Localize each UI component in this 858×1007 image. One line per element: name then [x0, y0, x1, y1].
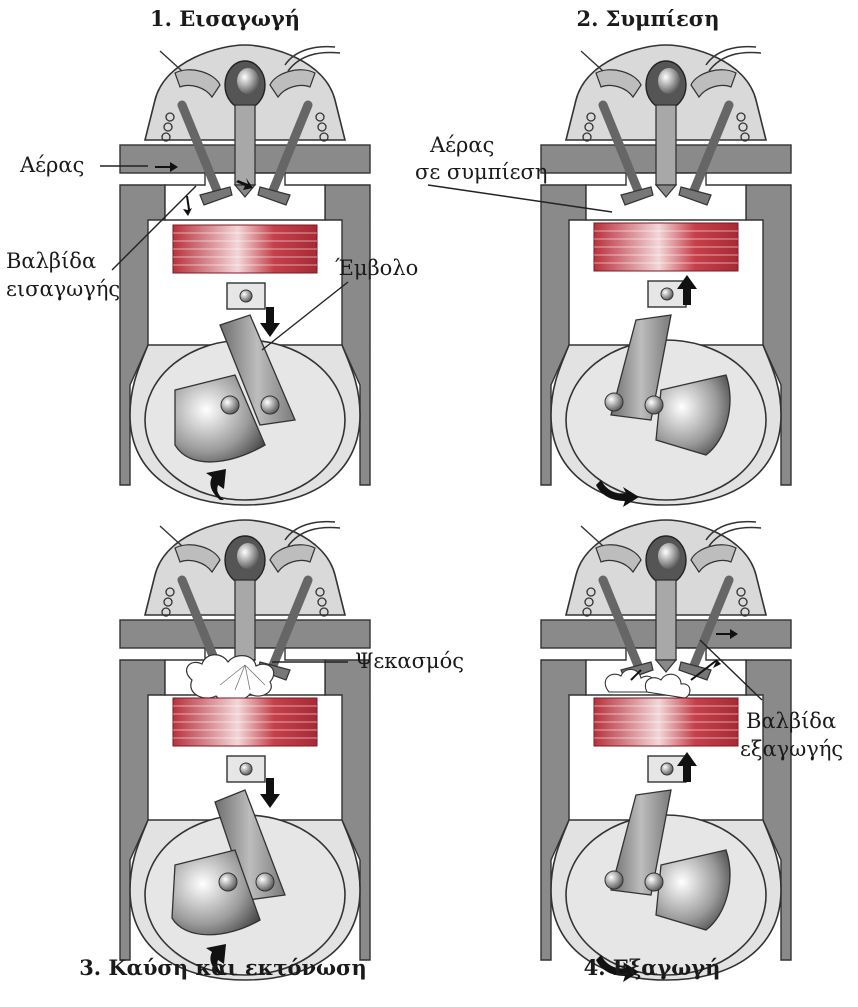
label-air: Αέρας — [19, 153, 84, 177]
panel-2-compression: 2. Συμπίεση Αέρας σε συμπίεση — [415, 6, 791, 507]
label-intake-valve-1: Βαλβίδα — [6, 249, 96, 273]
label-exhaust-valve-1: Βαλβίδα — [746, 709, 836, 733]
label-compressed-air-1: Αέρας — [429, 133, 494, 157]
engine-1 — [120, 45, 370, 505]
panel-4-title: 4. Εξαγωγή — [584, 955, 721, 980]
panel-4-exhaust: Βαλβίδα εξαγωγής 4. Εξαγωγή — [541, 520, 843, 982]
panel-2-title: 2. Συμπίεση — [576, 6, 719, 31]
panel-1-title: 1. Εισαγωγή — [150, 6, 300, 31]
panel-3-title: 3. Καύση και εκτόνωση — [79, 955, 367, 980]
engine-3 — [120, 520, 370, 980]
label-piston: Έμβολο — [335, 256, 418, 280]
panel-3-combustion: Ψεκασμός 3. Καύση και εκτόνωση — [79, 520, 464, 980]
label-compressed-air-2: σε συμπίεση — [415, 160, 547, 184]
label-injection: Ψεκασμός — [355, 649, 464, 673]
engine-2 — [541, 45, 791, 507]
panel-1-intake: 1. Εισαγωγή Αέρας Βαλβίδα εισαγωγής Έμβο… — [6, 6, 418, 505]
label-exhaust-valve-2: εξαγωγής — [740, 737, 843, 761]
label-intake-valve-2: εισαγωγής — [6, 277, 120, 301]
